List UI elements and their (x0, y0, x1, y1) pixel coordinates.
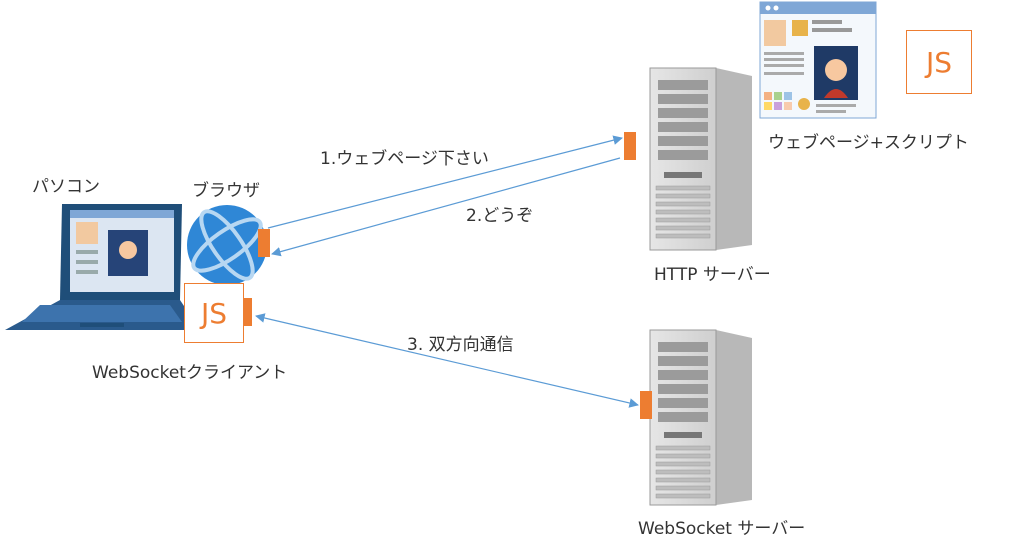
http-server-icon (649, 67, 752, 251)
http-server-port (624, 132, 636, 160)
js-server-page-badge: JS (906, 30, 972, 94)
arrow-response (271, 157, 621, 257)
globe-icon (187, 205, 267, 285)
arrow-response-label: 2.どうぞ (466, 206, 534, 226)
webpage-illustration (759, 1, 877, 119)
js-client-badge: JS (184, 283, 244, 343)
http-server-label: HTTP サーバー (654, 265, 771, 285)
arrow-request (267, 135, 623, 229)
ws-client-label: WebSocketクライアント (92, 363, 288, 383)
laptop-icon (5, 204, 200, 330)
browser-label: ブラウザ (192, 181, 260, 201)
webpage-script-label: ウェブページ+スクリプト (768, 133, 969, 153)
arrow-bidirectional-label: 3. 双方向通信 (407, 335, 514, 355)
arrow-request-label: 1.ウェブページ下さい (320, 149, 489, 169)
browser-port (258, 229, 270, 257)
websocket-server-icon (649, 329, 752, 506)
color-swatches (764, 92, 792, 110)
arrow-bidirectional (255, 313, 639, 408)
ws-server-label: WebSocket サーバー (638, 519, 806, 539)
ws-server-port (640, 391, 652, 419)
pc-label: パソコン (32, 177, 100, 197)
